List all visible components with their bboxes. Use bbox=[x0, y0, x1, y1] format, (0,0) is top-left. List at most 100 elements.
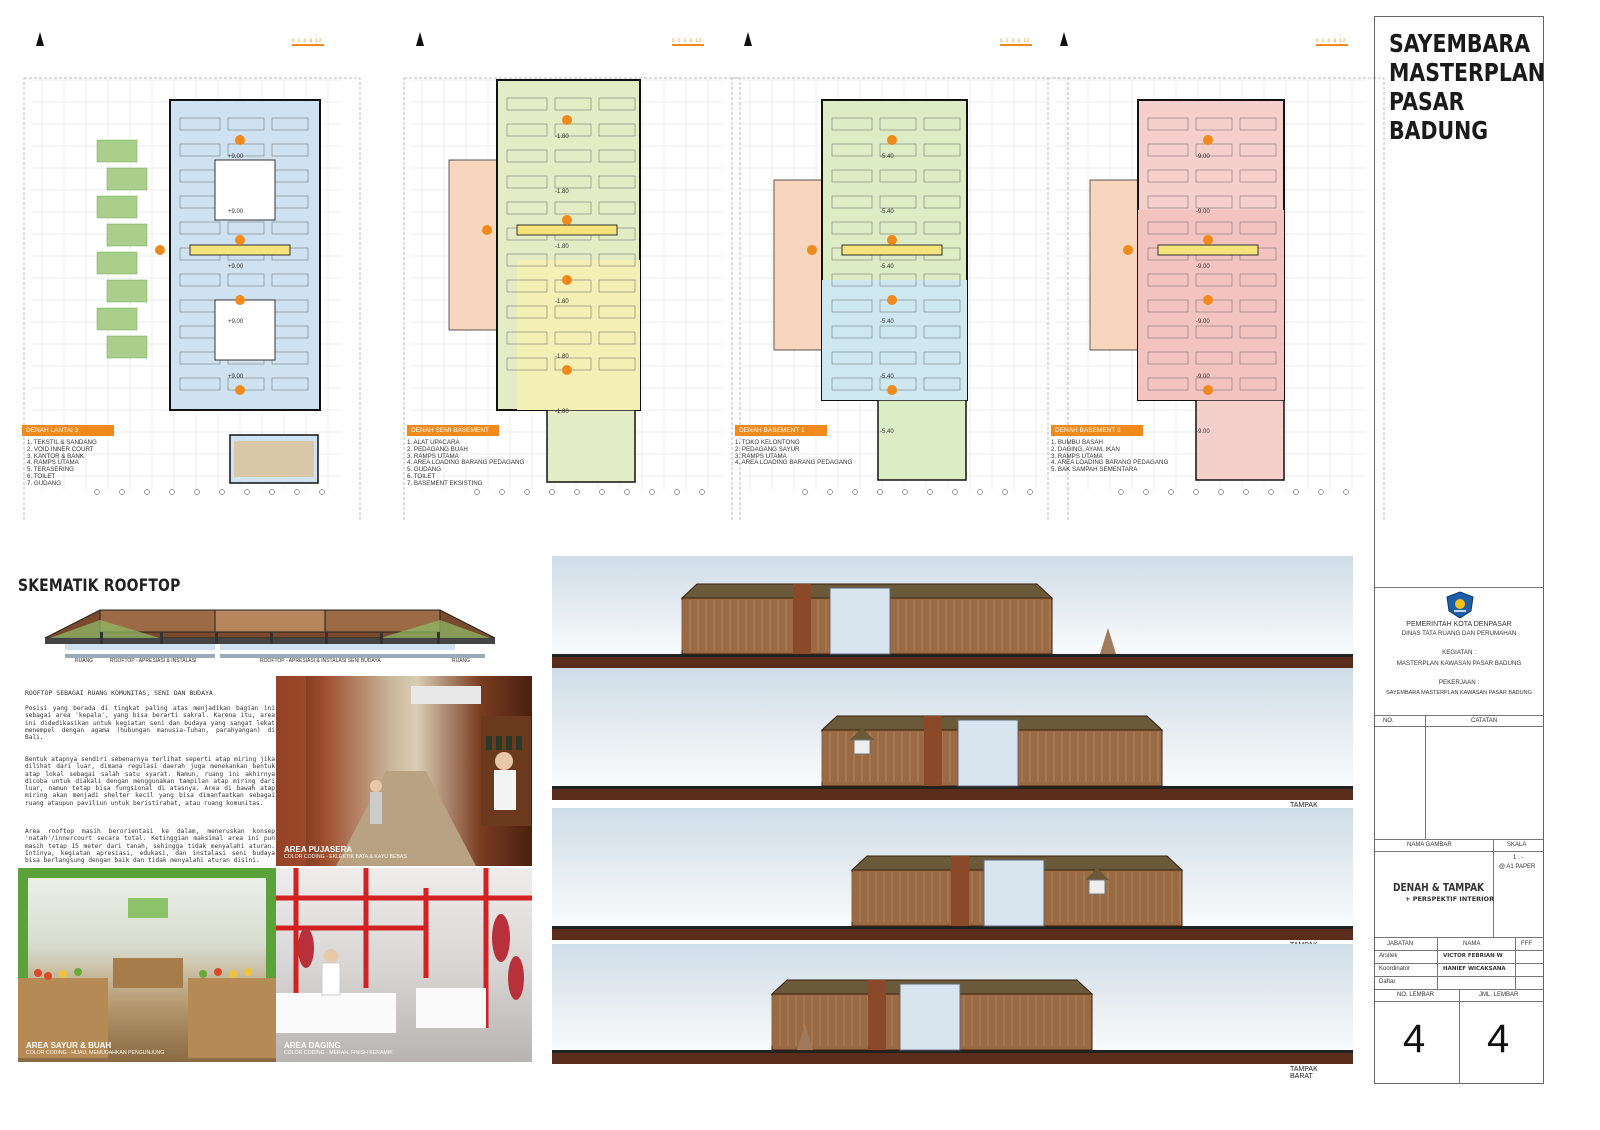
elevation-1 bbox=[552, 556, 1353, 668]
legend-item: 3. RAMPS UTAMA bbox=[407, 452, 459, 460]
legend-item: 6. TOILET bbox=[27, 472, 56, 480]
north-arrow-icon bbox=[36, 32, 44, 46]
level-label: -9.00 bbox=[1196, 209, 1210, 215]
no-lembar-label: NO. LEMBAR bbox=[1397, 992, 1435, 998]
jabatan-label: JABATAN bbox=[1387, 941, 1414, 947]
floor-plan-drawing: -9.00-9.00-9.00-9.00-9.00-9.00 bbox=[1047, 77, 1385, 520]
pekerjaan-label: PEKERJAAN : bbox=[1438, 679, 1480, 686]
legend-item: 5. BAK SAMPAH SEMENTARA bbox=[1051, 466, 1138, 474]
plan-title: DENAH BASEMENT 2 bbox=[1051, 425, 1143, 436]
legend-item: 3. RAMPS UTAMA bbox=[735, 452, 787, 460]
jml-lembar-label: JML. LEMBAR bbox=[1479, 992, 1519, 998]
photo-pujasera-subtitle: COLOR CODING - EKLEKTIK BATA & KAYU BEBA… bbox=[284, 854, 407, 860]
legend-item: 1. TOKO KELONTONG bbox=[735, 439, 800, 446]
scale-bar: 0 2 4 8 12 bbox=[292, 38, 324, 48]
nama-label: NAMA bbox=[1463, 941, 1481, 947]
city-emblem-icon bbox=[1446, 591, 1474, 619]
elevation-drawing bbox=[552, 583, 1353, 668]
legend-item: 2. VOID INNER COURT bbox=[27, 445, 94, 453]
level-label: -5.40 bbox=[880, 374, 894, 380]
level-label: -9.00 bbox=[1196, 154, 1210, 160]
level-label: -5.40 bbox=[880, 209, 894, 215]
title-block: SAYEMBARA MASTERPLAN PASAR BADUNG PEMERI… bbox=[1374, 16, 1545, 1084]
level-label: -9.00 bbox=[1196, 319, 1210, 325]
section-label-2: ROOFTOP - APRESIASI & INSTALASI bbox=[110, 658, 196, 664]
legend-item: 1. TEKSTIL & SANDANG bbox=[27, 439, 97, 446]
nama-gambar-label: NAMA GAMBAR bbox=[1407, 842, 1452, 848]
name-1: VICTOR FEBRIAN W bbox=[1443, 953, 1503, 959]
elevation-label: TAMPAK BARAT bbox=[1290, 1066, 1318, 1080]
skala-value: 1 : - bbox=[1513, 855, 1524, 861]
elevation-drawing bbox=[552, 855, 1353, 940]
rooftop-paragraph-3: Area rooftop masih berorientasi ke dalam… bbox=[25, 828, 275, 865]
floor-plan-drawing: -5.40-5.40-5.40-5.40-5.40-5.40 bbox=[731, 77, 1069, 520]
photo-sayur-subtitle: COLOR CODING - HIJAU, MEMUDAHKAN PENGUNJ… bbox=[26, 1050, 165, 1056]
photo-daging: AREA DAGING COLOR CODING - MERAH, FINISH… bbox=[276, 868, 532, 1062]
level-label: -1.80 bbox=[555, 134, 569, 140]
level-label: +9.00 bbox=[228, 264, 244, 270]
legend-item: 1. BUMBU BASAH bbox=[1051, 439, 1103, 446]
org-name: PEMERINTAH KOTA DENPASAR bbox=[1406, 621, 1512, 628]
north-arrow-icon bbox=[744, 32, 752, 46]
north-arrow-icon bbox=[416, 32, 424, 46]
scale-bar: 0 2 4 8 12 bbox=[1316, 38, 1348, 48]
sheet-number: 4 bbox=[1403, 1017, 1426, 1061]
role-3: Daftar bbox=[1379, 979, 1396, 985]
photo-sayur-buah: AREA SAYUR & BUAH COLOR CODING - HIJAU, … bbox=[18, 868, 276, 1062]
level-label: -9.00 bbox=[1196, 429, 1210, 435]
skala-label: SKALA bbox=[1507, 842, 1527, 848]
legend-item: 5. TERASERING bbox=[27, 466, 74, 474]
photo-daging-subtitle: COLOR CODING - MERAH, FINISH KERAMIK bbox=[284, 1050, 393, 1056]
scale-bar: 0 2 4 8 12 bbox=[1000, 38, 1032, 48]
level-label: -1.80 bbox=[555, 409, 569, 415]
legend-item: 4. AREA LOADING BARANG PEDAGANG bbox=[407, 459, 525, 467]
legend-item: 7. BASEMENT EKSISTING bbox=[407, 479, 483, 487]
pekerjaan-value: SAYEMBARA MASTERPLAN KAWASAN PASAR BADUN… bbox=[1386, 690, 1532, 696]
sheet-total: 4 bbox=[1487, 1017, 1510, 1061]
drawing-subtitle: + PERSPEKTIF INTERIOR bbox=[1405, 895, 1495, 903]
plan-title: DENAH BASEMENT 1 bbox=[735, 425, 827, 436]
level-label: -5.40 bbox=[880, 429, 894, 435]
legend-item: 3. RAMPS UTAMA bbox=[1051, 452, 1103, 460]
floor-plan-drawing: -1.80-1.80-1.80-1.80-1.80-1.80 bbox=[403, 77, 741, 520]
role-1: Arsitek bbox=[1379, 953, 1398, 959]
no-label: NO. bbox=[1383, 718, 1394, 724]
level-label: +9.00 bbox=[228, 209, 244, 215]
level-label: -5.40 bbox=[880, 264, 894, 270]
legend-item: 4. AREA LOADING BARANG PEDAGANG bbox=[735, 459, 853, 467]
plan-title: DENAH LANTAI 3 bbox=[22, 425, 114, 436]
rooftop-paragraph-1: Posisi yang berada di tingkat paling ata… bbox=[25, 705, 275, 742]
photo-pujasera: AREA PUJASERA COLOR CODING - EKLEKTIK BA… bbox=[276, 676, 532, 866]
project-title: SAYEMBARA MASTERPLAN PASAR BADUNG bbox=[1389, 29, 1545, 145]
role-2: Koordinator bbox=[1379, 966, 1411, 972]
drawing-title: DENAH & TAMPAK bbox=[1393, 881, 1485, 894]
catatan-label: CATATAN bbox=[1471, 718, 1498, 724]
photo-pujasera-title: AREA PUJASERA bbox=[284, 845, 353, 854]
level-label: -9.00 bbox=[1196, 374, 1210, 380]
legend-item: 1. ALAT UPACARA bbox=[407, 439, 460, 446]
scale-bar: 0 2 4 8 12 bbox=[672, 38, 704, 48]
name-2: HANIEF WICAKSANA bbox=[1443, 966, 1506, 972]
level-label: +9.00 bbox=[228, 154, 244, 160]
elevation-drawing bbox=[552, 979, 1353, 1064]
legend-item: 5. GUDANG bbox=[407, 466, 442, 474]
legend-item: 4. AREA LOADING BARANG PEDAGANG bbox=[1051, 459, 1169, 467]
section-label-3: ROOFTOP - APRESIASI & INSTALASI SENI BUD… bbox=[260, 658, 381, 664]
section-label-1: RUANG bbox=[75, 658, 93, 664]
level-label: -1.80 bbox=[555, 244, 569, 250]
photo-daging-title: AREA DAGING bbox=[284, 1041, 341, 1050]
level-label: -1.80 bbox=[555, 189, 569, 195]
level-label: +9.00 bbox=[228, 374, 244, 380]
elevation-drawing bbox=[552, 715, 1353, 800]
north-arrow-icon bbox=[1060, 32, 1068, 46]
floor-plan-drawing: +9.00+9.00+9.00+9.00+9.00 bbox=[23, 77, 361, 520]
legend-item: 2. PEDAGANG SAYUR bbox=[735, 445, 800, 453]
paper-size: @ A1 PAPER bbox=[1499, 864, 1536, 870]
